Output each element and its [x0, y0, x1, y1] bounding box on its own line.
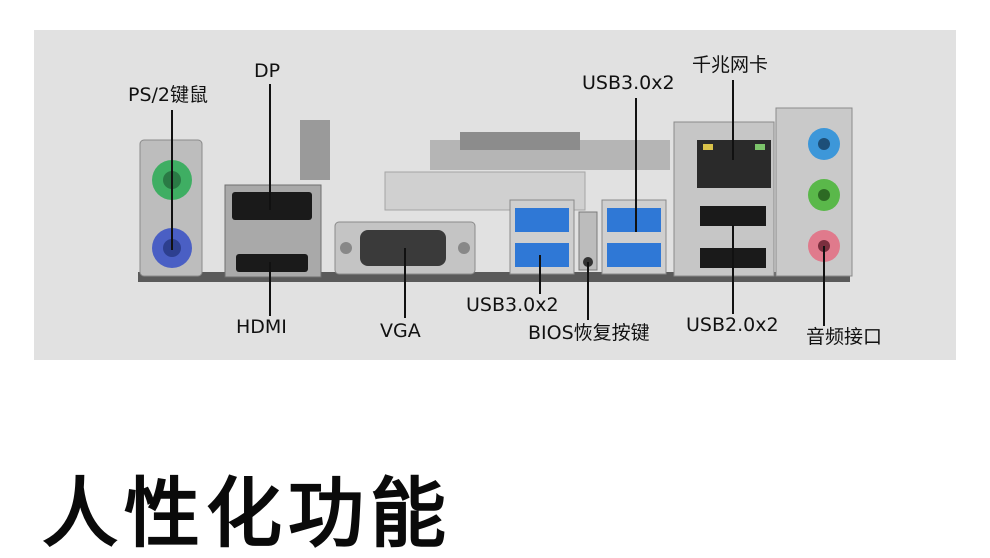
usb3-left-port-icon [515, 243, 569, 267]
label-bios: BIOS恢复按键 [528, 322, 650, 344]
dp-port-icon [232, 192, 312, 220]
board-component [300, 120, 330, 180]
label-lan: 千兆网卡 [692, 54, 769, 76]
label-dp: DP [254, 60, 281, 82]
usb3-right-port-icon [607, 243, 661, 267]
lan-led-icon [755, 144, 765, 150]
vga-screw-icon [458, 242, 470, 254]
label-usb2: USB2.0x2 [686, 314, 779, 336]
audio-line-in-hole [818, 138, 830, 150]
label-vga: VGA [380, 320, 421, 342]
vga-port-icon [360, 230, 446, 266]
io-base-plate [138, 272, 850, 282]
audio-line-out-hole [818, 189, 830, 201]
board-component [460, 132, 580, 150]
label-ps2: PS/2键鼠 [128, 84, 209, 106]
usb2-port-icon [700, 206, 766, 226]
io-shield-diagram [138, 80, 853, 326]
lan-led-icon [703, 144, 713, 150]
section-headline: 人性化功能 [42, 469, 452, 558]
label-usb3-right: USB3.0x2 [582, 72, 675, 94]
label-usb3-left: USB3.0x2 [466, 294, 559, 316]
usb3-left-port-icon [515, 208, 569, 232]
usb3-right-port-icon [607, 208, 661, 232]
label-hdmi: HDMI [236, 316, 287, 338]
vga-screw-icon [340, 242, 352, 254]
label-audio: 音频接口 [806, 326, 883, 348]
hdmi-port-icon [236, 254, 308, 272]
